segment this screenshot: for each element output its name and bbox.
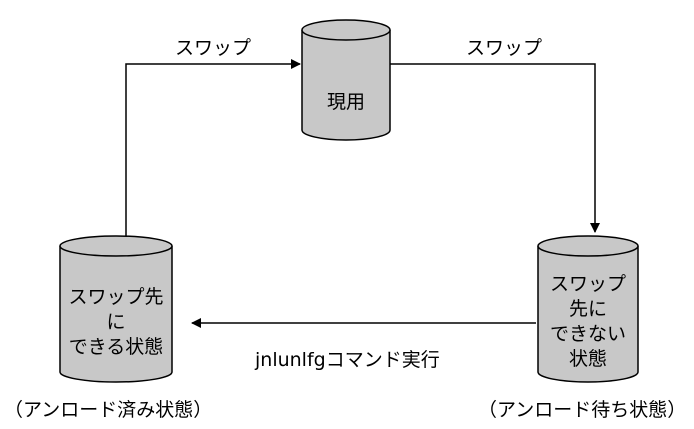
node-swappable-label: スワップ先 に できる状態 bbox=[56, 285, 176, 360]
node-current-text: 現用 bbox=[326, 91, 365, 113]
node-swappable-line-2: に bbox=[106, 311, 126, 333]
node-not-swappable-line-2: 先に bbox=[568, 298, 607, 320]
node-swappable-line-3: できる状態 bbox=[68, 336, 164, 358]
edge-label-command: jnlunlfgコマンド実行 bbox=[255, 349, 440, 371]
node-not-swappable-line-3: できない bbox=[549, 323, 626, 345]
cylinder-not-swappable bbox=[537, 235, 639, 383]
node-swappable-line-1: スワップ先 bbox=[68, 286, 164, 308]
caption-swappable: （アンロード済み状態） bbox=[4, 399, 213, 421]
node-not-swappable-label: スワップ 先に できない 状態 bbox=[538, 272, 638, 372]
edge-label-swap-left: スワップ bbox=[175, 37, 252, 59]
cylinder-swappable bbox=[59, 235, 173, 383]
cylinder-current bbox=[301, 19, 391, 141]
node-not-swappable-line-4: 状態 bbox=[568, 348, 607, 370]
caption-not-swappable: （アンロード待ち状態） bbox=[478, 399, 687, 421]
edge-label-swap-right: スワップ bbox=[466, 37, 543, 59]
node-current-label: 現用 bbox=[302, 90, 390, 115]
arrow-swap-left-to-current bbox=[125, 59, 301, 236]
node-not-swappable-line-1: スワップ bbox=[549, 273, 626, 295]
arrow-swap-current-to-right bbox=[390, 63, 600, 233]
